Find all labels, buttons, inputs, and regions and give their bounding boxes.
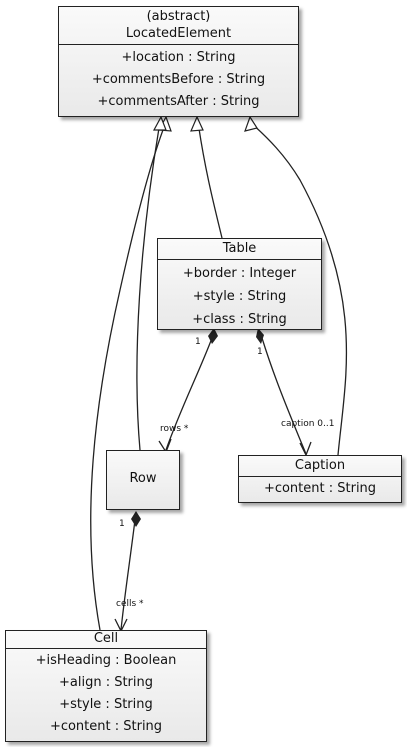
role-rows: rows * (160, 424, 189, 434)
attribute: +style : String (59, 697, 153, 712)
class-table: Table +border : Integer +style : String … (157, 238, 322, 330)
class-name: Row (129, 471, 157, 486)
composition-table-rows (165, 337, 213, 451)
class-name: Cell (93, 631, 119, 646)
diamond-row-cells (131, 511, 141, 527)
attribute-list: +isHeading : Boolean +align : String +st… (6, 649, 206, 741)
class-name: Table (222, 241, 257, 256)
attribute: +style : String (192, 289, 287, 304)
diamond-table-rows (208, 328, 218, 344)
class-header: (abstract) LocatedElement (59, 7, 298, 45)
generalization-arrowhead-caption (244, 115, 258, 132)
composition-table-caption (261, 337, 307, 455)
class-name: LocatedElement (125, 26, 232, 41)
class-header: Row (107, 451, 179, 489)
generalization-cell (90, 121, 167, 631)
role-caption: caption 0..1 (281, 419, 335, 429)
class-caption: Caption +content : String (238, 455, 402, 503)
attribute-list: +content : String (239, 477, 401, 504)
attribute: +isHeading : Boolean (35, 653, 177, 668)
generalization-arrowhead-row (152, 115, 167, 131)
attribute-list: +location : String +commentsBefore : Str… (59, 45, 298, 116)
multiplicity-table-rows: 1 (195, 337, 201, 347)
diamond-table-caption (256, 328, 264, 344)
class-located-element: (abstract) LocatedElement +location : St… (58, 6, 299, 117)
class-row: Row (106, 450, 180, 510)
attribute: +location : String (121, 50, 236, 65)
attribute: +content : String (49, 719, 163, 734)
class-header: Caption (239, 456, 401, 477)
role-cells: cells * (116, 599, 144, 609)
attribute: +commentsBefore : String (91, 72, 266, 87)
class-cell: Cell +isHeading : Boolean +align : Strin… (5, 630, 207, 742)
generalization-row (136, 121, 161, 451)
generalization-arrowhead-table (190, 115, 204, 132)
attribute: +class : String (192, 312, 287, 327)
stereotype-label: (abstract) (146, 9, 211, 24)
composition-row-cells (120, 519, 136, 631)
attribute: +border : Integer (182, 266, 297, 281)
generalization-caption (249, 121, 348, 456)
attribute: +commentsAfter : String (97, 94, 260, 109)
class-header: Table (158, 239, 321, 260)
class-name: Caption (294, 458, 346, 473)
attribute: +content : String (263, 481, 377, 496)
generalization-table (197, 121, 223, 239)
multiplicity-table-caption: 1 (257, 347, 263, 357)
attribute: +align : String (58, 675, 153, 690)
class-header: Cell (6, 631, 206, 649)
multiplicity-row-cells: 1 (119, 519, 125, 529)
attribute-list: +border : Integer +style : String +class… (158, 260, 321, 334)
